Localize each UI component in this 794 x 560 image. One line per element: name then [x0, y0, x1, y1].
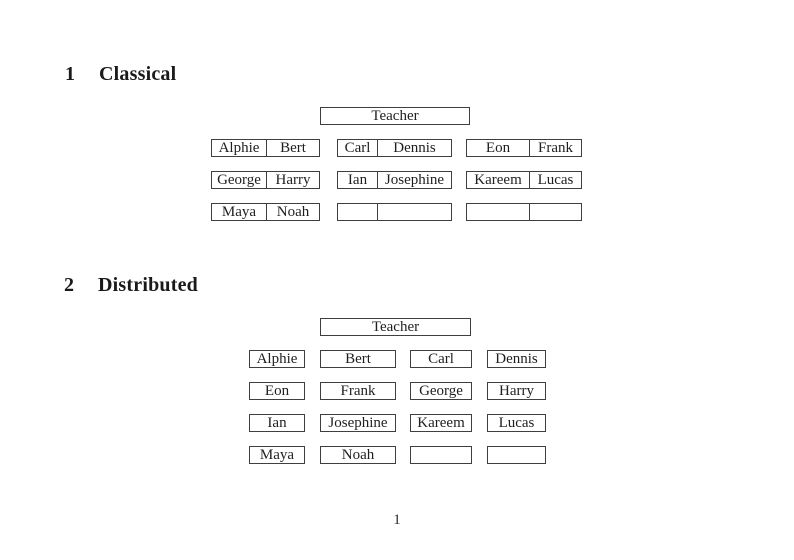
section-heading-classical: 1 Classical	[65, 63, 176, 85]
desk-cell	[378, 204, 451, 220]
desk-cell: Bert	[280, 139, 306, 156]
seat-box: Josephine	[320, 414, 396, 432]
seat-box: Maya	[249, 446, 305, 464]
desk-pair-empty	[337, 203, 452, 221]
seat-box: Bert	[320, 350, 396, 368]
seat-box: Eon	[249, 382, 305, 400]
seat-box: Frank	[320, 382, 396, 400]
seat-box: Carl	[410, 350, 472, 368]
seat-box: Dennis	[487, 350, 546, 368]
seat-box: Kareem	[410, 414, 472, 432]
classical-teacher-box: Teacher	[320, 107, 470, 125]
desk-cell: Lucas	[537, 171, 574, 188]
seat-box: Alphie	[249, 350, 305, 368]
seat-box: Ian	[249, 414, 305, 432]
desk-pair: Kareem Lucas	[466, 171, 582, 189]
seat-box: Harry	[487, 382, 546, 400]
seat-box-empty	[487, 446, 546, 464]
desk-pair: Carl Dennis	[337, 139, 452, 157]
desk-cell: George	[212, 172, 267, 188]
seat-box: Lucas	[487, 414, 546, 432]
desk-cell: Noah	[276, 203, 310, 220]
desk-cell: Dennis	[393, 139, 436, 156]
seat-box: Noah	[320, 446, 396, 464]
section-number: 2	[64, 274, 75, 296]
desk-cell: Alphie	[212, 140, 267, 156]
desk-pair: Ian Josephine	[337, 171, 452, 189]
desk-pair: Eon Frank	[466, 139, 582, 157]
desk-cell: Maya	[212, 204, 267, 220]
seat-box: George	[410, 382, 472, 400]
desk-cell: Harry	[275, 171, 311, 188]
desk-cell: Josephine	[384, 171, 445, 188]
desk-cell: Ian	[338, 172, 378, 188]
distributed-teacher-box: Teacher	[320, 318, 471, 336]
teacher-label: Teacher	[371, 107, 419, 124]
desk-cell: Frank	[538, 139, 573, 156]
section-title: Distributed	[98, 274, 198, 296]
desk-cell: Eon	[467, 140, 530, 156]
desk-cell	[338, 204, 378, 220]
desk-cell	[467, 204, 530, 220]
section-number: 1	[65, 63, 76, 85]
desk-pair: George Harry	[211, 171, 320, 189]
desk-pair-empty	[466, 203, 582, 221]
page-number: 1	[393, 512, 401, 528]
section-title: Classical	[99, 63, 177, 85]
desk-pair: Maya Noah	[211, 203, 320, 221]
teacher-label: Teacher	[371, 318, 420, 335]
desk-cell: Kareem	[467, 172, 530, 188]
seat-box-empty	[410, 446, 472, 464]
desk-pair: Alphie Bert	[211, 139, 320, 157]
section-heading-distributed: 2 Distributed	[64, 274, 198, 296]
desk-cell	[530, 204, 581, 220]
desk-cell: Carl	[338, 140, 378, 156]
